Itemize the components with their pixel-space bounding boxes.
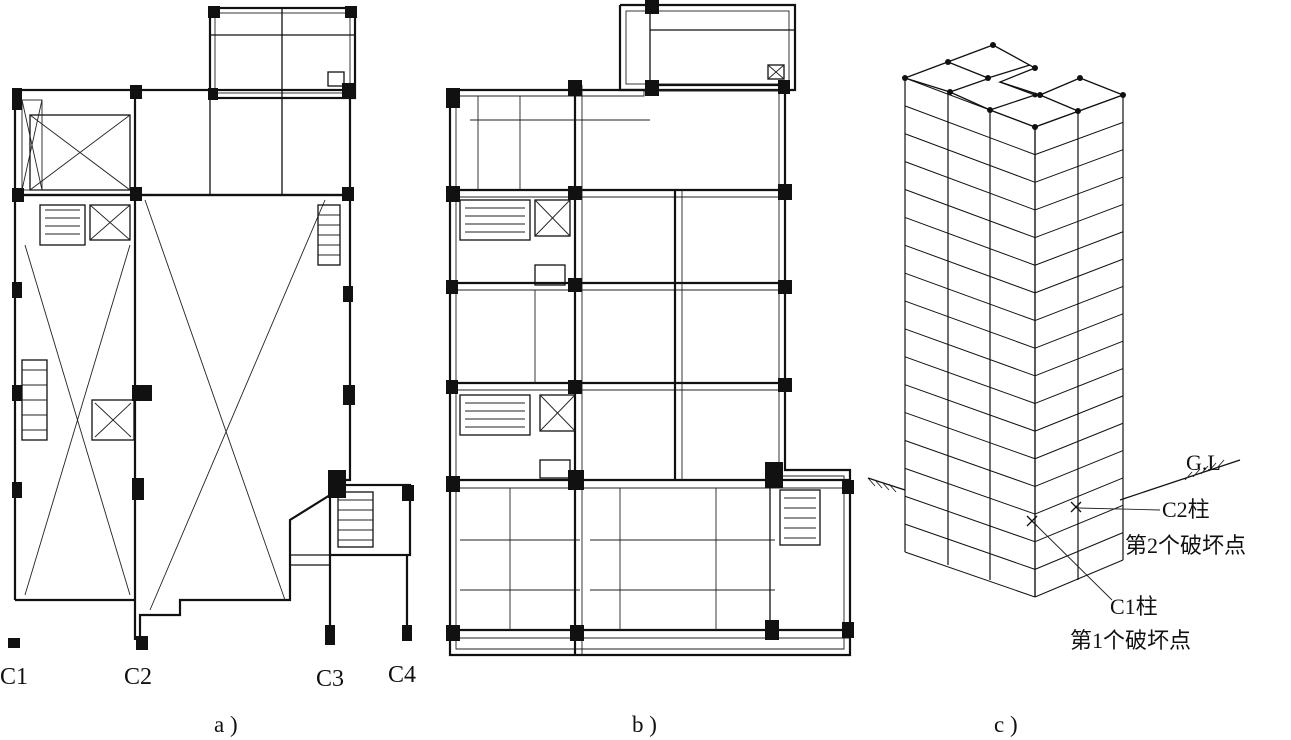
plan-b-top-annex xyxy=(618,3,797,92)
floor-plan-a: C1 C2 C3 C4 a ) xyxy=(0,6,416,737)
building-3d-c: G.L C2柱 第2个破坏点 C1柱 第1个破坏点 c ) xyxy=(867,42,1246,737)
plan-a-columns xyxy=(8,83,414,650)
failure-point-2-marker xyxy=(1070,501,1161,513)
ground-level-label: G.L xyxy=(1186,450,1221,475)
building-side-face xyxy=(1034,94,1124,598)
ground-line xyxy=(867,459,1241,501)
plan-b-columns xyxy=(446,0,854,641)
caption-a: a ) xyxy=(214,712,238,737)
column-c2-label: C2柱 xyxy=(1162,497,1210,522)
column-label-c3: C3 xyxy=(316,666,344,692)
column-c1-label: C1柱 xyxy=(1110,594,1158,619)
failure-point-2-label: 第2个破坏点 xyxy=(1125,533,1246,558)
caption-c: c ) xyxy=(994,712,1018,737)
failure-point-1-marker xyxy=(1026,515,1113,601)
column-label-c4: C4 xyxy=(388,662,416,688)
floor-plan-b: b ) xyxy=(446,0,854,737)
plan-a-upper-annex xyxy=(208,6,357,100)
plan-a-main-hall xyxy=(13,193,352,640)
building-front-face xyxy=(904,77,1036,598)
caption-b: b ) xyxy=(632,712,657,737)
column-label-c1: C1 xyxy=(0,664,28,690)
failure-point-1-label: 第1个破坏点 xyxy=(1070,628,1191,653)
plan-a-upper-band xyxy=(13,88,352,197)
plan-b-girders xyxy=(477,85,771,655)
plan-b-stairs xyxy=(459,199,821,546)
building-roof xyxy=(902,42,1126,130)
column-label-c2: C2 xyxy=(124,664,152,690)
plan-b-beams xyxy=(450,119,850,639)
